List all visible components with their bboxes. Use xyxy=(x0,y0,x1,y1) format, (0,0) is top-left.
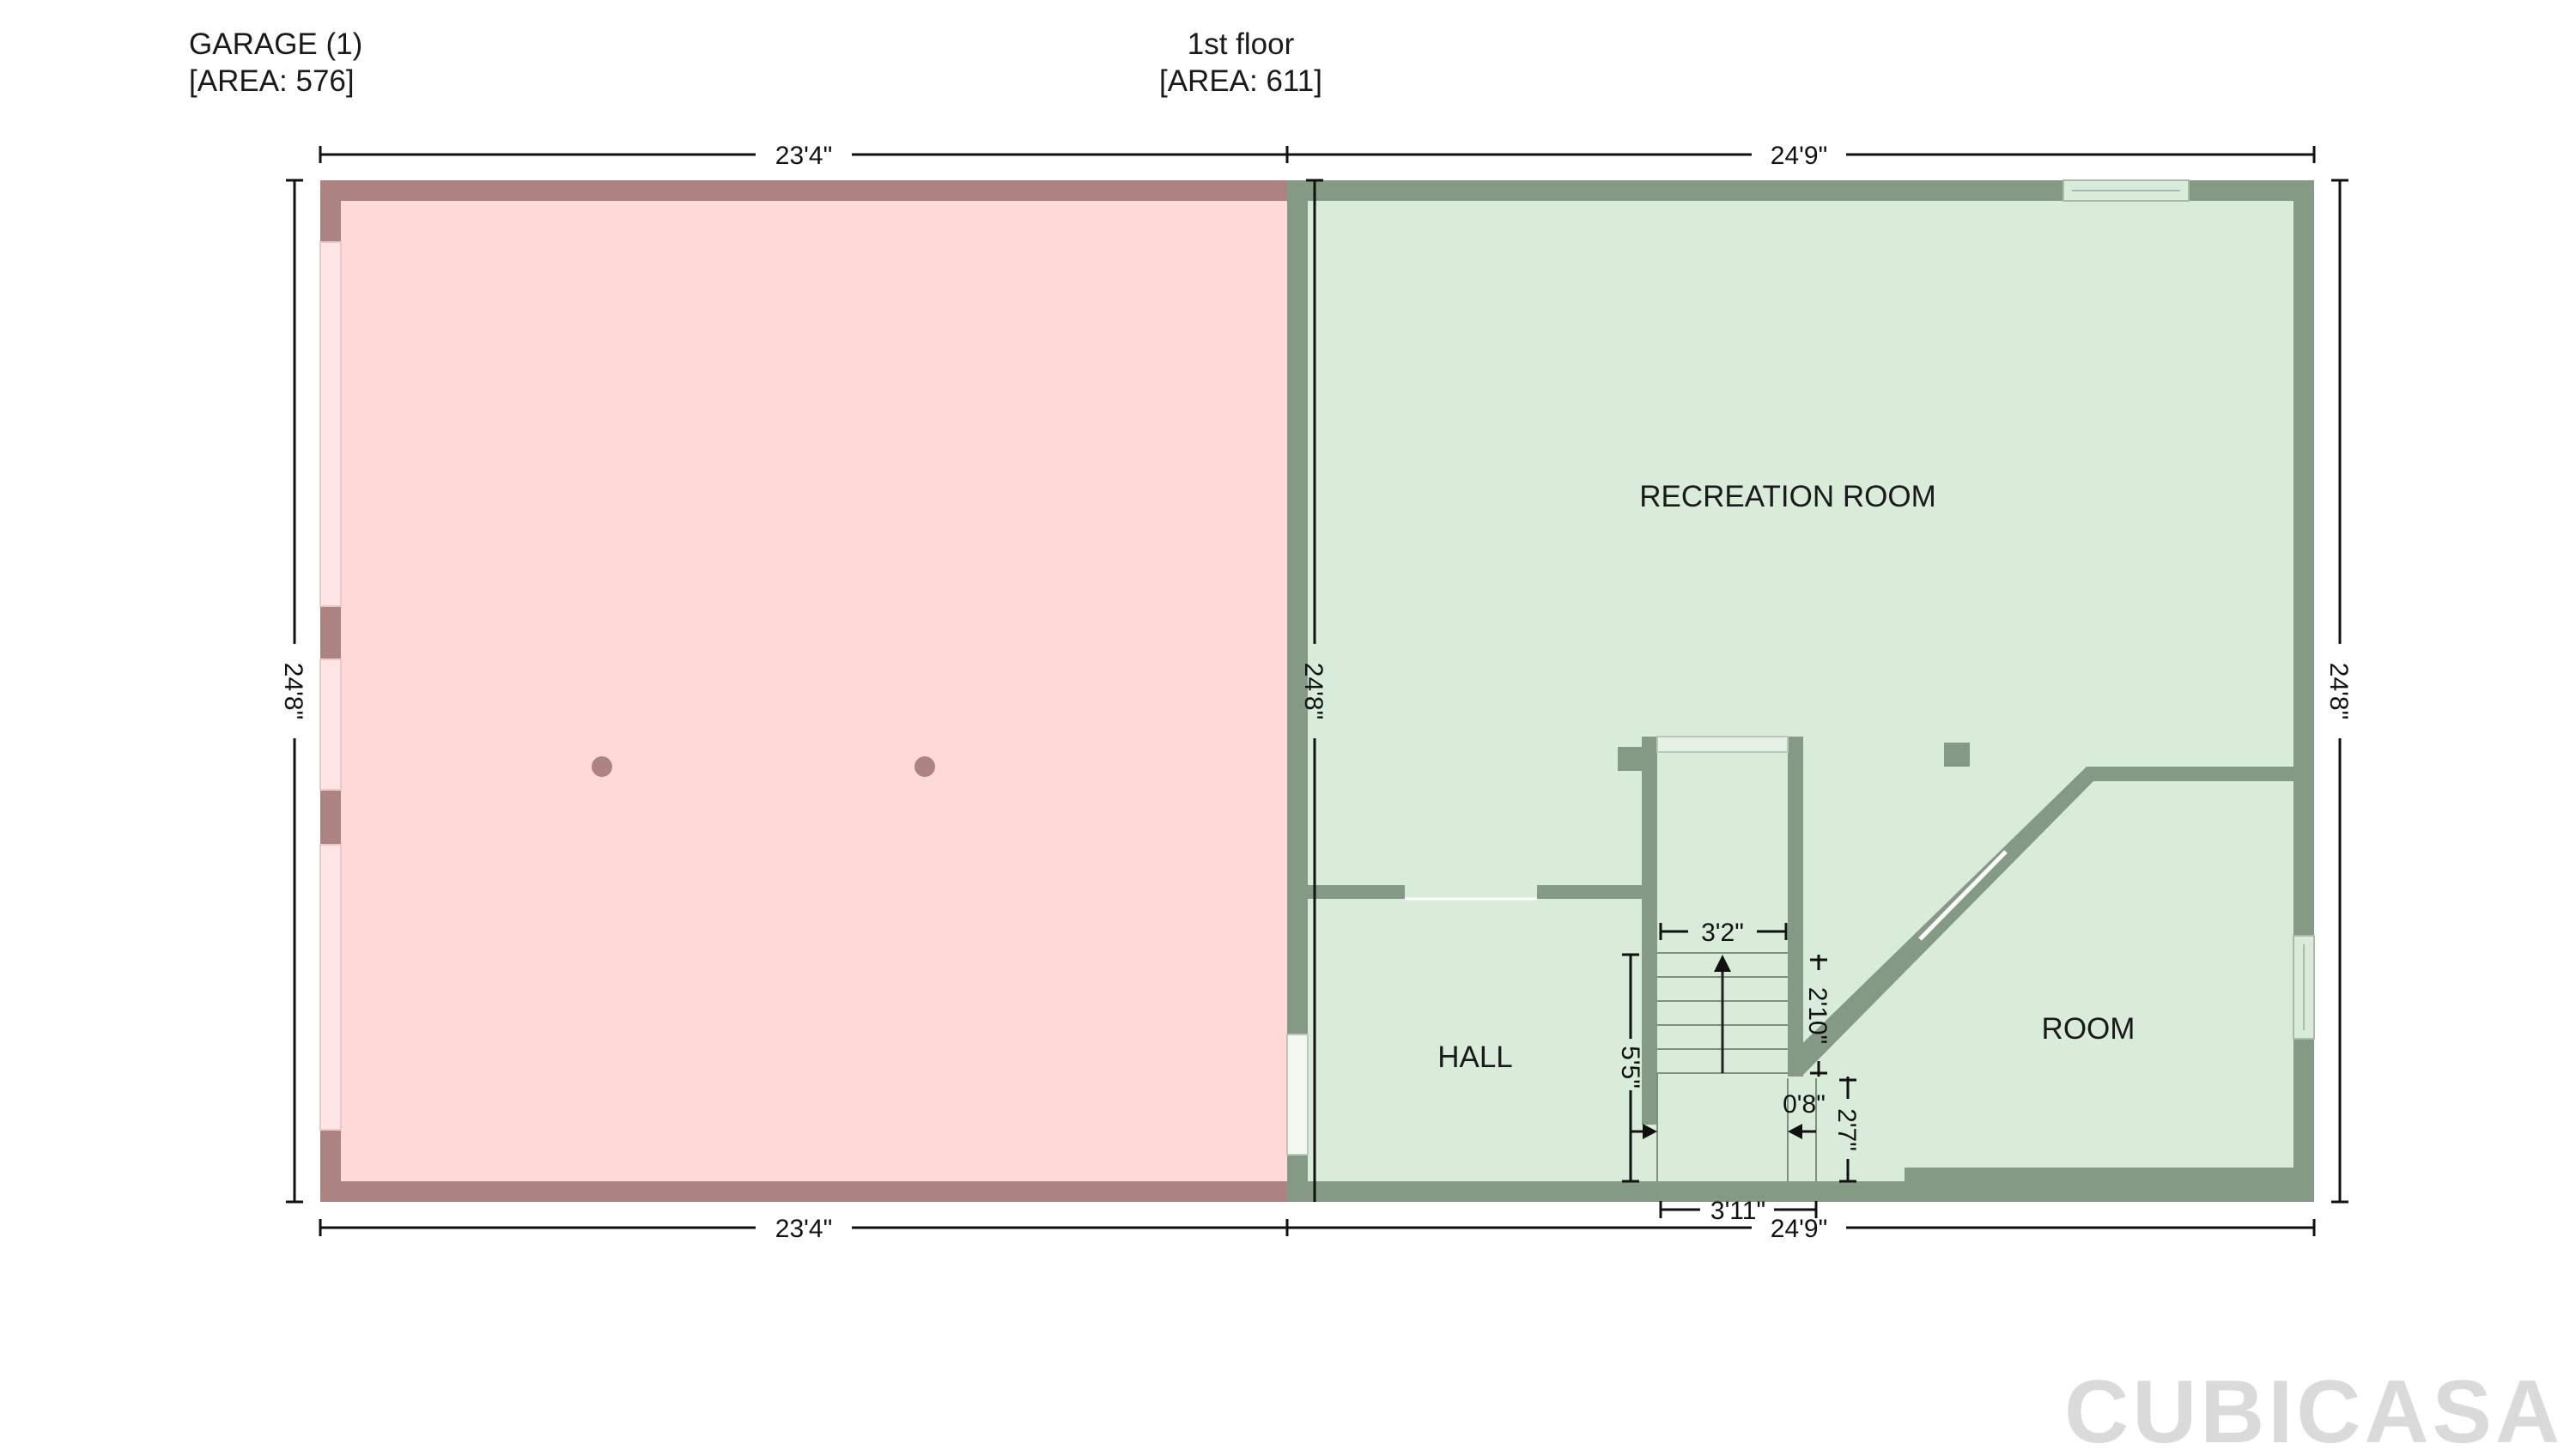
arrow-head-icon xyxy=(1714,955,1731,972)
garage-door-opening xyxy=(319,844,342,1131)
stair-wall-right xyxy=(1788,737,1803,1077)
column xyxy=(1618,747,1643,771)
dimension-label: 2'10" xyxy=(1803,987,1832,1044)
stair-wall-left xyxy=(1642,737,1657,1125)
room-diagonal-wall xyxy=(1788,767,2293,1075)
dimension-label: 0'8" xyxy=(1783,1090,1826,1119)
stair-opening xyxy=(1656,736,1789,753)
wall xyxy=(1905,1168,2293,1181)
room-doorway xyxy=(1918,850,2008,941)
room-label-hall: HALL xyxy=(1437,1040,1513,1074)
dimension-stair-run: 5'5" xyxy=(1616,953,1657,1183)
floor-area: [AREA: 611] xyxy=(1159,64,1322,98)
dimension-label: 24'9" xyxy=(1771,1215,1827,1243)
dimension-step-side: 2'7" xyxy=(1832,1077,1861,1183)
dimension-label: 5'5" xyxy=(1616,1046,1644,1089)
dimension-floor-top: 24'9" xyxy=(1287,142,2316,170)
dimension-label: 23'4" xyxy=(775,142,832,170)
dimension-stair-width: 3'2" xyxy=(1659,919,1788,947)
dimension-label: 3'11" xyxy=(1710,1197,1765,1225)
dimension-stair-side: 2'10" xyxy=(1803,955,1832,1077)
dimension-garage-left: 24'8" xyxy=(279,179,307,1204)
dimension-garage-bottom: 23'4" xyxy=(319,1215,1289,1243)
dimension-label: 23'4" xyxy=(775,1215,832,1243)
garage-area: [AREA: 576] xyxy=(189,64,355,98)
garage xyxy=(319,180,1287,1202)
dimension-stair-bottom: 3'11" xyxy=(1659,1197,1818,1225)
dimension-label: 24'8" xyxy=(1299,663,1327,719)
dimension-label: 24'8" xyxy=(279,663,307,719)
dimension-garage-top: 23'4" xyxy=(319,142,1289,170)
garage-door-opening xyxy=(319,241,342,607)
garage-floor xyxy=(341,201,1287,1181)
room-label-room: ROOM xyxy=(2042,1012,2136,1046)
room-label-recreation: RECREATION ROOM xyxy=(1639,480,1935,513)
column xyxy=(1944,743,1970,767)
dimension-label: 2'7" xyxy=(1832,1108,1861,1151)
garage-post xyxy=(914,756,935,777)
garage-title: GARAGE (1) xyxy=(189,27,362,61)
wall xyxy=(1537,885,1652,899)
garage-post xyxy=(592,756,612,777)
dimension-label: 24'8" xyxy=(2324,663,2353,719)
dimension-shared-wall: 24'8" xyxy=(1299,179,1327,1202)
floor-title: 1st floor xyxy=(1188,27,1295,61)
first-floor xyxy=(1286,179,2315,1202)
dimension-label: 3'2" xyxy=(1701,919,1744,947)
wall xyxy=(1308,885,1405,899)
cubicasa-logo: CUBICASA xyxy=(2064,1362,2563,1456)
dimension-label: 24'9" xyxy=(1771,142,1827,170)
dimension-step-gap: 0'8" xyxy=(1783,1090,1826,1139)
dimension-floor-bottom: 24'9" xyxy=(1287,1215,2316,1243)
dimension-floor-right: 24'8" xyxy=(2324,179,2353,1204)
garage-door-opening xyxy=(319,658,342,791)
door-opening xyxy=(1286,1034,1309,1156)
